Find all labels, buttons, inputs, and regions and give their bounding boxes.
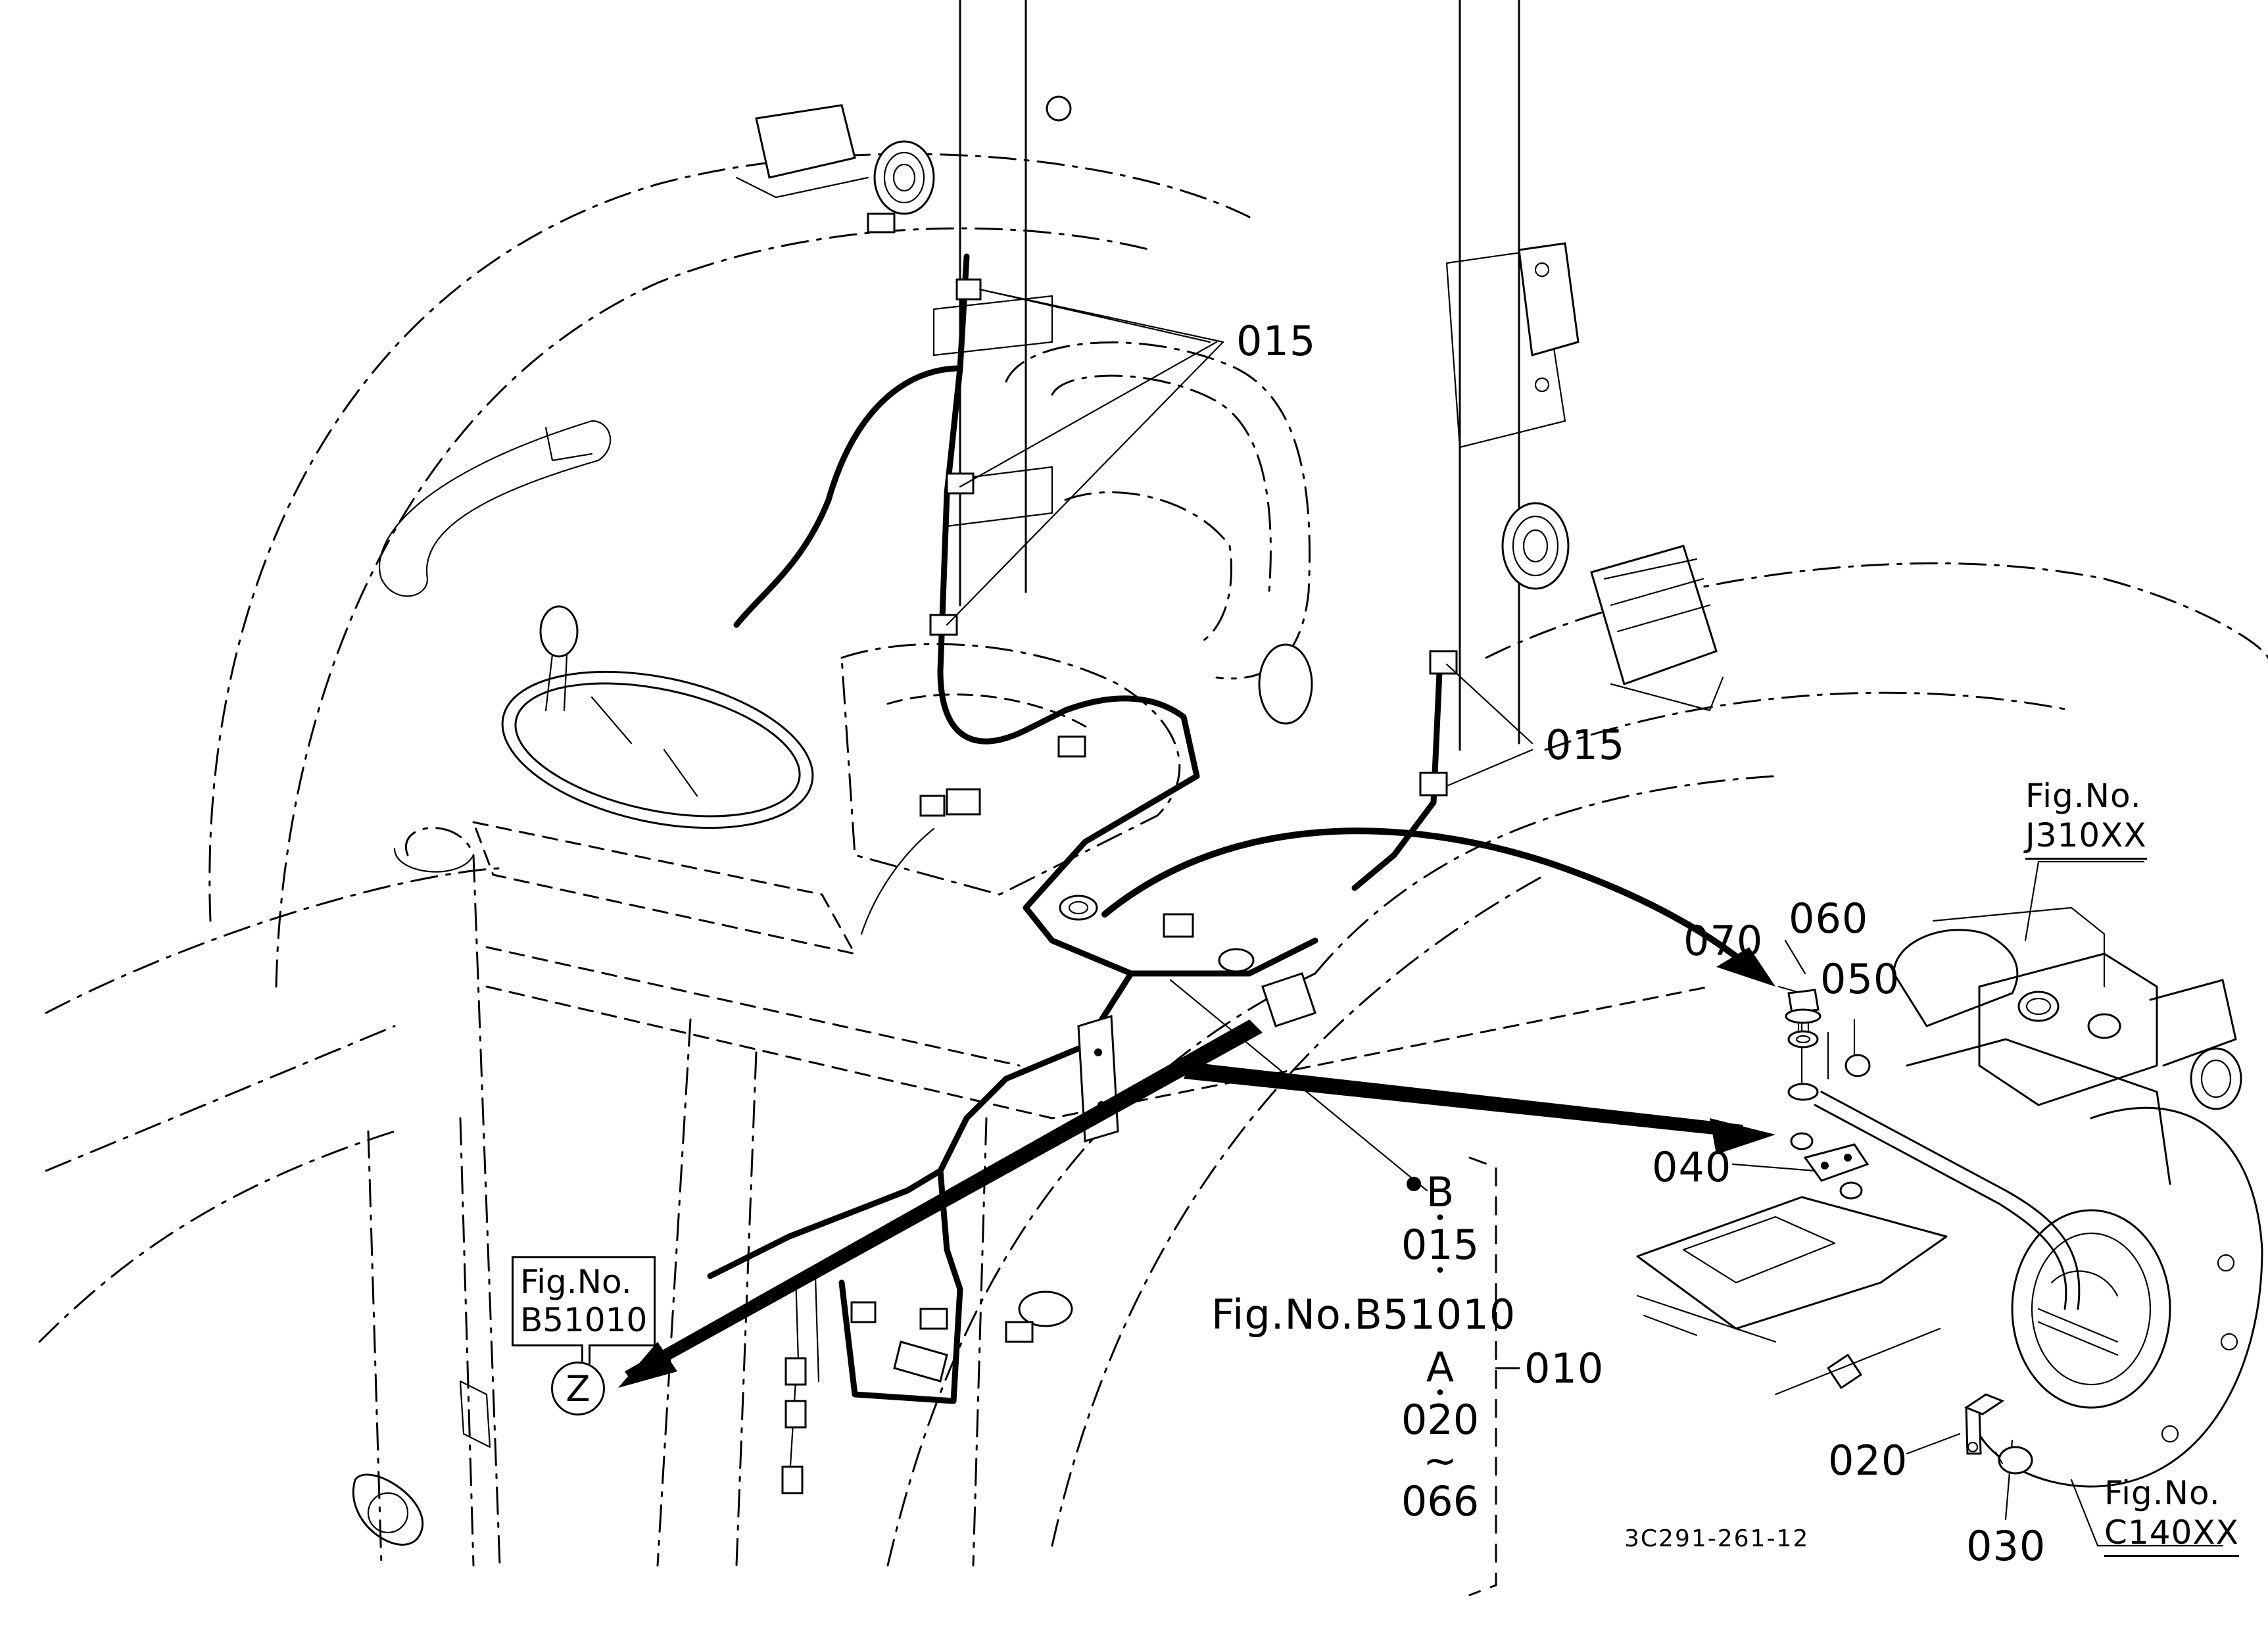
operator-seat (840, 341, 1311, 896)
left-rops-post (735, 0, 1072, 606)
callout-020[interactable]: 020 (1828, 1437, 1908, 1485)
fig-ref-c140xx[interactable]: Fig.No. C140XX (2104, 1473, 2239, 1557)
fig-ref-number: J310XX (2025, 816, 2147, 860)
transmission-housing (1636, 906, 2263, 1488)
group-item-fig-b51010[interactable]: Fig.No.B51010 (1211, 1291, 1516, 1339)
group-item-a[interactable]: A (1426, 1343, 1455, 1391)
fig-ref-j310xx[interactable]: Fig.No. J310XX (2025, 776, 2147, 860)
callout-015-upper[interactable]: 015 (1236, 317, 1316, 365)
callout-010[interactable]: 010 (1524, 1344, 1604, 1392)
drawing-number: 3C291-261-12 (1624, 1525, 1810, 1552)
callout-060[interactable]: 060 (1789, 895, 1869, 943)
marker-z[interactable]: Z (551, 1362, 605, 1415)
separator-dot: • (1434, 1207, 1446, 1230)
connectors (781, 278, 1458, 1494)
callout-030[interactable]: 030 (1966, 1522, 2046, 1570)
callout-070[interactable]: 070 (1683, 917, 1764, 965)
callout-050[interactable]: 050 (1820, 955, 1900, 1003)
group-item-020[interactable]: 020 (1401, 1396, 1480, 1444)
separator-dot: • (1434, 1260, 1446, 1283)
group-item-066[interactable]: 066 (1401, 1477, 1480, 1525)
tractor-body-outline (38, 153, 2268, 1567)
range-tilde: ~ (1423, 1437, 1457, 1485)
fig-ref-number: C140XX (2104, 1513, 2239, 1557)
steering-wheel (472, 605, 856, 955)
group-item-b[interactable]: B (1426, 1168, 1455, 1216)
fig-ref-label: Fig.No. (2025, 777, 2142, 815)
mounting-hardware (1785, 989, 2033, 1475)
fig-ref-number: B51010 (520, 1300, 648, 1339)
callout-040[interactable]: 040 (1652, 1143, 1732, 1191)
right-rops-post (1445, 0, 1724, 751)
callout-015-right[interactable]: 015 (1545, 721, 1626, 769)
wiring-harness (707, 253, 1443, 1488)
group-item-015[interactable]: 015 (1401, 1221, 1480, 1269)
fig-ref-connector (581, 1344, 591, 1364)
assembly-group-list: B • 015 • (1394, 1168, 1486, 1283)
exhaust-muffler (352, 827, 501, 1567)
separator-dot: • (1434, 1382, 1446, 1405)
direction-arrows (618, 827, 1775, 1388)
fig-ref-b51010-box[interactable]: Fig.No. B51010 (512, 1256, 656, 1346)
assembly-bracket (1407, 1156, 1520, 1596)
fig-ref-label: Fig.No. (520, 1263, 632, 1301)
fig-ref-label: Fig.No. (2104, 1474, 2221, 1512)
assembly-group-list-lower: A • 020 ~ 066 (1394, 1347, 1486, 1522)
